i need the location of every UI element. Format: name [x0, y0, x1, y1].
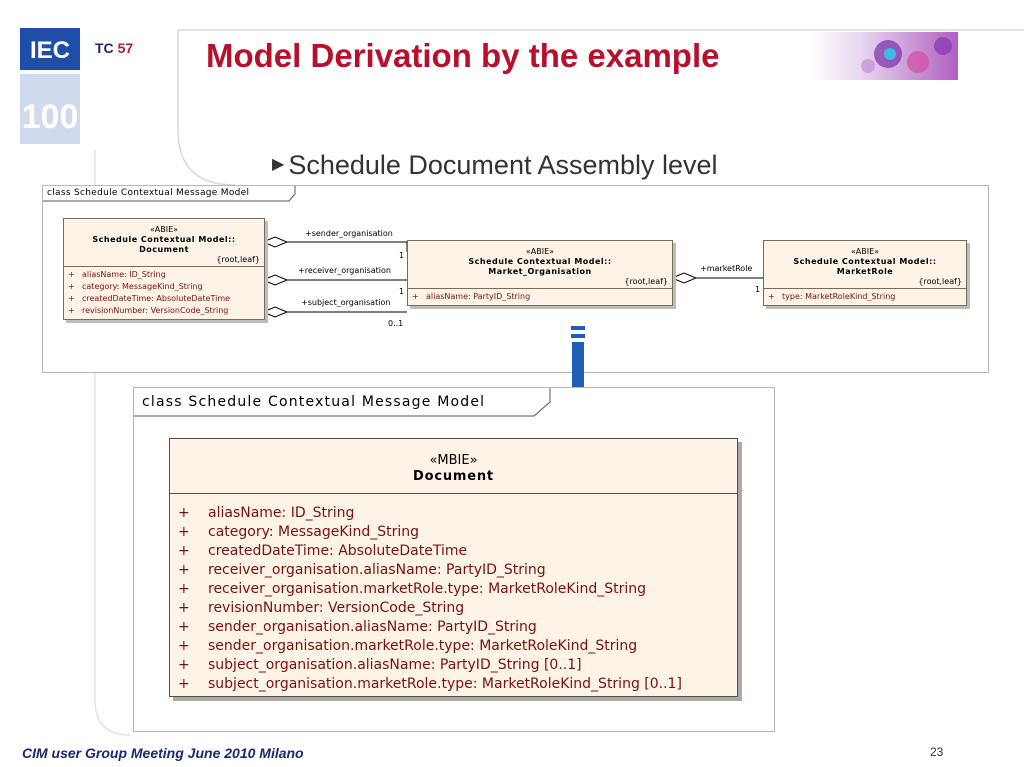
attribute-row: +sender_organisation.aliasName: PartyID_… [178, 619, 537, 635]
class-market-role[interactable]: «ABIE» Schedule Contextual Model:: Marke… [763, 240, 967, 306]
subtitle: ▶Schedule Document Assembly level [272, 150, 718, 181]
attribute-row: +subject_organisation.aliasName: PartyID… [178, 657, 582, 673]
bottom-diagram-frame: class Schedule Contextual Message Model … [133, 387, 775, 732]
association-lines [261, 236, 763, 318]
iec-logo-text: IEC [30, 37, 70, 64]
attribute-row: +createdDateTime: AbsoluteDateTime [178, 543, 468, 559]
assoc-role-marketrole: +marketRole [700, 264, 753, 273]
attribute-row: +category: MessageKind_String [178, 524, 419, 540]
class-header: «ABIE» Schedule Contextual Model:: Marke… [408, 241, 672, 277]
class-header: «MBIE» Document [170, 439, 737, 493]
class-market-organisation[interactable]: «ABIE» Schedule Contextual Model:: Marke… [407, 240, 673, 306]
attribute-row: +category: MessageKind_String [68, 282, 203, 291]
bottom-frame-tab-shape [134, 388, 551, 417]
class-properties: {root,leaf} [216, 255, 260, 264]
stereotype: «MBIE» [429, 453, 478, 468]
assoc-mult-receiver: 1 [399, 287, 405, 296]
bottom-frame-label: class Schedule Contextual Message Model [142, 394, 486, 410]
class-name-line2: Market_Organisation [488, 267, 592, 276]
subtitle-text: Schedule Document Assembly level [288, 150, 718, 180]
attribute-list: +aliasName: PartyID_String [408, 288, 672, 305]
iec-logo-number: 100 [22, 98, 79, 136]
attribute-row: +aliasName: ID_String [68, 270, 166, 279]
stereotype: «ABIE» [525, 247, 555, 256]
tc-text: TC [95, 40, 114, 56]
attribute-list: +aliasName: ID_String +category: Message… [170, 493, 737, 704]
stereotype: «ABIE» [850, 247, 880, 256]
assoc-mult-sender: 1 [399, 251, 405, 260]
footer-text: CIM user Group Meeting June 2010 Milano [22, 745, 304, 761]
attribute-row: +createdDateTime: AbsoluteDateTime [68, 294, 231, 303]
iec-logo: IEC 100 [20, 28, 80, 144]
top-frame-tab-shape [43, 186, 296, 202]
class-mbie-document[interactable]: «MBIE» Document +aliasName: ID_String +c… [169, 438, 738, 697]
class-name-line1: Schedule Contextual Model:: [92, 235, 236, 244]
attribute-row: +sender_organisation.marketRole.type: Ma… [178, 638, 638, 654]
assoc-mult-subject: 0..1 [388, 319, 404, 328]
class-name-line2: MarketRole [836, 267, 894, 276]
attribute-row: +type: MarketRoleKind_String [768, 292, 896, 301]
attribute-row: +aliasName: PartyID_String [412, 292, 531, 301]
class-name-line1: Schedule Contextual Model:: [468, 257, 612, 266]
attribute-row: +revisionNumber: VersionCode_String [178, 600, 465, 616]
class-properties: {root,leaf} [624, 277, 668, 286]
attribute-row: +subject_organisation.marketRole.type: M… [178, 676, 682, 692]
attribute-list: +aliasName: ID_String +category: Message… [64, 266, 264, 319]
stereotype: «ABIE» [149, 225, 179, 234]
attribute-row: +receiver_organisation.aliasName: PartyI… [178, 562, 546, 578]
assoc-role-receiver: +receiver_organisation [298, 266, 391, 275]
attribute-row: +receiver_organisation.marketRole.type: … [178, 581, 647, 597]
attribute-row: +aliasName: ID_String [178, 505, 355, 521]
decorative-header-image [808, 32, 958, 80]
top-diagram-frame: class Schedule Contextual Message Model … [42, 185, 989, 373]
slide-title: Model Derivation by the example [206, 37, 720, 74]
tc-label: TC 57 [95, 40, 133, 56]
attribute-row: +revisionNumber: VersionCode_String [68, 306, 229, 315]
assoc-mult-marketrole: 1 [755, 285, 761, 294]
class-properties: {root,leaf} [918, 277, 962, 286]
class-name-line1: Schedule Contextual Model:: [793, 257, 937, 266]
attribute-list: +type: MarketRoleKind_String [764, 288, 966, 305]
assoc-role-subject: +subject_organisation [301, 298, 391, 307]
tc-number: 57 [117, 40, 134, 56]
page-number: 23 [930, 745, 944, 759]
assoc-role-sender: +sender_organisation [305, 229, 393, 238]
class-document[interactable]: «ABIE» Schedule Contextual Model:: Docum… [63, 218, 265, 320]
top-frame-label: class Schedule Contextual Message Model [47, 188, 250, 198]
class-header: «ABIE» Schedule Contextual Model:: Docum… [64, 219, 264, 255]
class-name-line2: Document [139, 245, 189, 254]
class-name: Document [413, 469, 494, 484]
bullet-arrow-icon: ▶ [272, 156, 285, 173]
class-header: «ABIE» Schedule Contextual Model:: Marke… [764, 241, 966, 277]
